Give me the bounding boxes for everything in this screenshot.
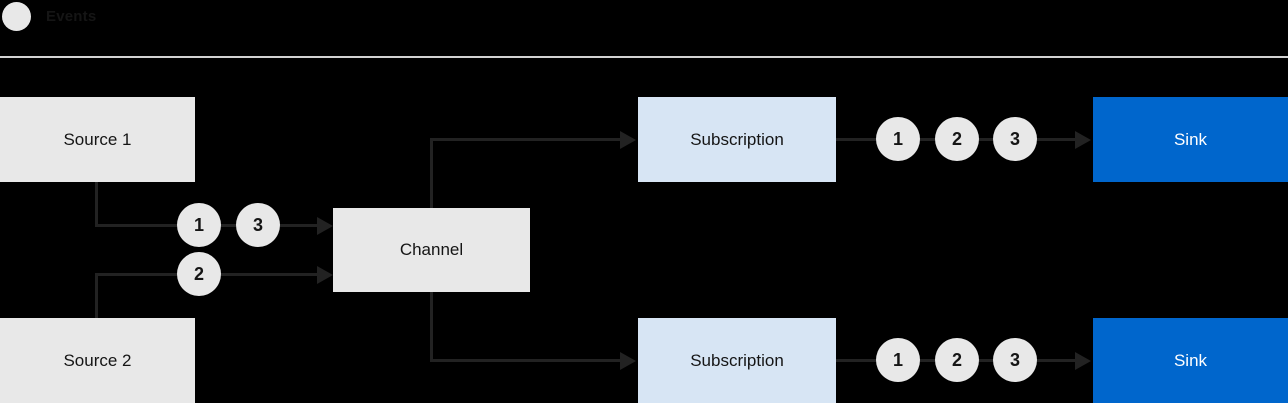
event-circle: 2 <box>935 338 979 382</box>
connector-source2-vertical <box>95 273 98 318</box>
event-circle: 1 <box>876 117 920 161</box>
arrowhead-into-sink-top <box>1075 130 1091 149</box>
event-circle: 2 <box>177 252 221 296</box>
subscription-bottom-node: Subscription <box>638 318 836 403</box>
events-legend-label: Events <box>46 8 97 25</box>
subscription-top-node: Subscription <box>638 97 836 182</box>
arrowhead-into-subscription-bottom <box>620 351 636 370</box>
event-circle: 1 <box>177 203 221 247</box>
arrowhead-into-channel-bottom <box>317 265 333 284</box>
connector-channel-down-vertical <box>430 292 433 361</box>
connector-source1-vertical <box>95 182 98 227</box>
arrowhead-into-subscription-top <box>620 130 636 149</box>
arrowhead-into-sink-bottom <box>1075 351 1091 370</box>
channel-node: Channel <box>333 208 530 292</box>
connector-channel-down-horizontal <box>430 359 623 362</box>
connector-channel-up-vertical <box>430 139 433 208</box>
source-2-node: Source 2 <box>0 318 195 403</box>
arrowhead-into-channel-top <box>317 216 333 235</box>
sink-top-node: Sink <box>1093 97 1288 182</box>
sink-bottom-node: Sink <box>1093 318 1288 403</box>
event-circle: 1 <box>876 338 920 382</box>
divider-line <box>0 56 1288 58</box>
events-legend-circle-icon <box>2 2 31 31</box>
event-circle: 3 <box>236 203 280 247</box>
event-circle: 3 <box>993 117 1037 161</box>
event-circle: 2 <box>935 117 979 161</box>
connector-channel-up-horizontal <box>430 138 623 141</box>
event-circle: 3 <box>993 338 1037 382</box>
source-1-node: Source 1 <box>0 97 195 182</box>
